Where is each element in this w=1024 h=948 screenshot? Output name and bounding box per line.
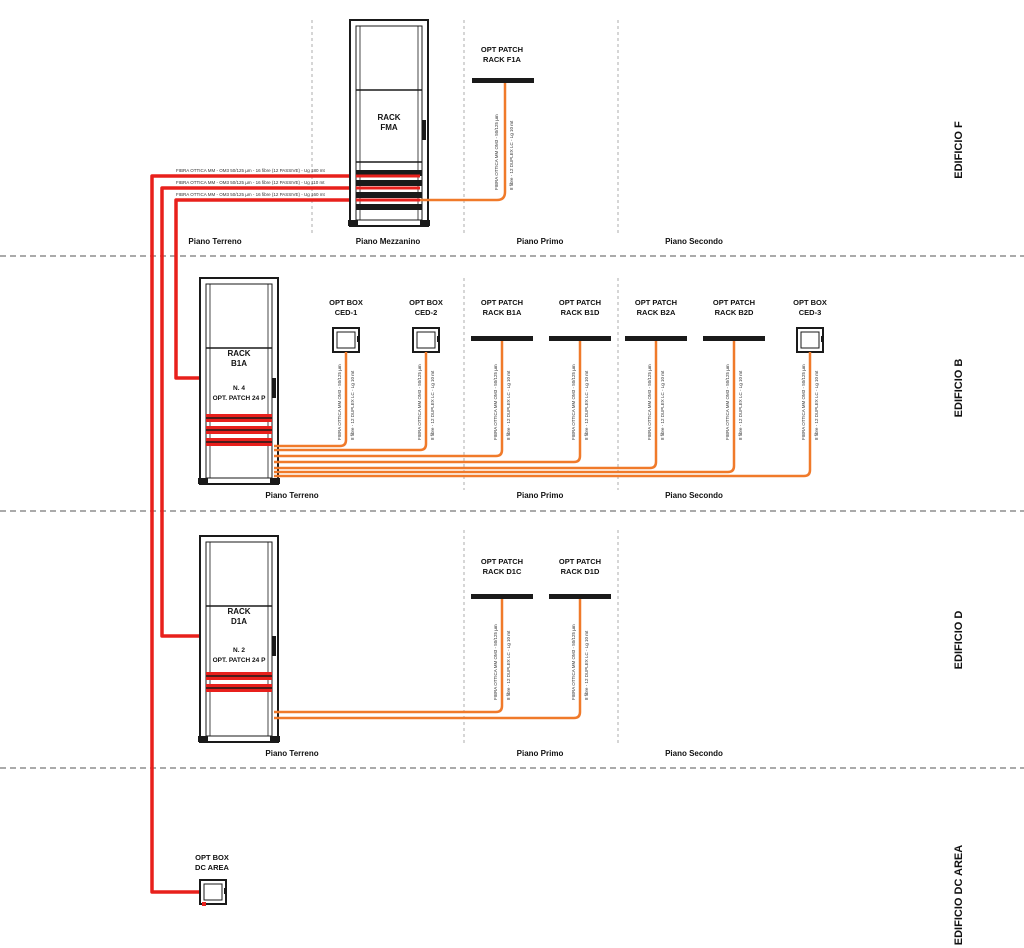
patch-d1c-label: RACK D1C	[483, 567, 522, 576]
box-ced2-label: OPT BOX	[409, 298, 443, 307]
floor-label: Piano Secondo	[665, 749, 723, 758]
rack-fma	[347, 19, 431, 227]
floor-label: Piano Terreno	[265, 491, 318, 500]
riser-label: 8 fibre - 12 DUPLEX LC - Lg 10 mt	[738, 370, 743, 440]
riser-label: 8 fibre - 12 DUPLEX LC - Lg 10 mt	[584, 370, 589, 440]
patch-b2d-label: OPT PATCH	[713, 298, 755, 307]
box-ced3-label: OPT BOX	[793, 298, 827, 307]
floor-label: Piano Secondo	[665, 491, 723, 500]
patch-f1a	[472, 78, 534, 83]
riser-label: FIBRA OTTICA MM OM3 - 50/125 µm	[571, 364, 576, 440]
rack-d1a-label: RACK	[227, 607, 250, 616]
floor-label: Piano Secondo	[665, 237, 723, 246]
rack-fma-label: RACK	[377, 113, 400, 122]
cable-label: FIBRA OTTICA MM - OM3 50/125 µm - 16 fib…	[176, 192, 326, 197]
floor-label: Piano Primo	[517, 749, 564, 758]
building-label-d: EDIFICIO D	[953, 611, 965, 670]
riser-label: FIBRA OTTICA MM OM3 - 50/125 µm	[493, 364, 498, 440]
riser-label: 8 fibre - 12 DUPLEX LC - Lg 10 mt	[430, 370, 435, 440]
riser-label: FIBRA OTTICA MM OM3 - 50/125 µm	[417, 364, 422, 440]
riser-label: FIBRA OTTICA MM OM3 - 50/125 µm	[725, 364, 730, 440]
rack-d1a-label: OPT. PATCH 24 P	[213, 657, 267, 664]
box-ced2-label: CED-2	[415, 308, 438, 317]
box-ced1	[332, 327, 361, 353]
rack-d1a	[197, 535, 281, 743]
rack-fma-label: FMA	[380, 123, 398, 132]
rack-b1a-label: RACK	[227, 349, 250, 358]
floor-label: Piano Terreno	[265, 749, 318, 758]
patch-d1c-label: OPT PATCH	[481, 557, 523, 566]
patch-b2a-label: RACK B2A	[637, 308, 676, 317]
patch-d1d	[549, 594, 611, 599]
box-ced1-label: CED-1	[335, 308, 358, 317]
riser-label: FIBRA OTTICA MM OM3 - 50/125 µm	[494, 114, 499, 190]
patch-b1a	[471, 336, 533, 341]
building-label-f: EDIFICIO F	[953, 121, 965, 179]
riser-f1a	[420, 83, 507, 202]
patch-b2d	[703, 336, 765, 341]
fma-red-ports	[356, 174, 420, 202]
box-dc	[199, 879, 228, 905]
floor-label: Piano Mezzanino	[356, 237, 421, 246]
patch-b2a	[625, 336, 687, 341]
patch-d1c	[471, 594, 533, 599]
box-ced3-label: CED-3	[799, 308, 822, 317]
cable-label: FIBRA OTTICA MM - OM3 50/125 µm - 16 fib…	[176, 180, 325, 185]
riser-label: FIBRA OTTICA MM OM3 - 50/125 µm	[801, 364, 806, 440]
patch-d1d-label: OPT PATCH	[559, 557, 601, 566]
risers-b-labels: FIBRA OTTICA MM OM3 - 50/125 µm 8 fibre …	[337, 364, 819, 440]
patch-d1d-label: RACK D1D	[561, 567, 600, 576]
box-dc-label: OPT BOX	[195, 853, 229, 862]
riser-label: 8 fibre - 12 DUPLEX LC - Lg 10 mt	[814, 370, 819, 440]
rack-b1a	[197, 277, 281, 485]
riser-label: 8 fibre - 12 DUPLEX LC - Lg 10 mt	[506, 370, 511, 440]
floor-label: Piano Terreno	[188, 237, 241, 246]
riser-label: 8 fibre - 12 DUPLEX LC - Lg 10 mt	[660, 370, 665, 440]
box-ced2	[412, 327, 441, 353]
risers-b	[274, 341, 812, 478]
building-label-dc: EDIFICIO DC AREA	[953, 845, 965, 945]
floor-label: Piano Primo	[517, 237, 564, 246]
box-ced3	[796, 327, 825, 353]
patch-b1d-label: RACK B1D	[561, 308, 600, 317]
riser-label: 8 fibre - 12 DUPLEX LC - Lg 10 mt	[506, 630, 511, 700]
floor-label: Piano Primo	[517, 491, 564, 500]
rack-b1a-label: N. 4	[233, 385, 245, 392]
rack-b1a-label: OPT. PATCH 24 P	[213, 395, 267, 402]
riser-label: FIBRA OTTICA MM OM3 - 50/125 µm	[647, 364, 652, 440]
risers-d	[274, 599, 582, 720]
patch-b1d	[549, 336, 611, 341]
patch-b1a-label: OPT PATCH	[481, 298, 523, 307]
rack-d1a-label: D1A	[231, 617, 247, 626]
rack-b1a-label: B1A	[231, 359, 247, 368]
cable-label: FIBRA OTTICA MM - OM3 50/125 µm - 16 fib…	[176, 168, 326, 173]
rack-d1a-label: N. 2	[233, 647, 245, 654]
riser-label: 8 fibre - 12 DUPLEX LC - Lg 10 mt	[350, 370, 355, 440]
backbone-cables	[150, 174, 360, 894]
patch-b2a-label: OPT PATCH	[635, 298, 677, 307]
patch-b1a-label: RACK B1A	[483, 308, 522, 317]
patch-f1a-label: RACK F1A	[483, 55, 522, 64]
box-ced1-label: OPT BOX	[329, 298, 363, 307]
patch-b2d-label: RACK B2D	[715, 308, 754, 317]
riser-label: FIBRA OTTICA MM OM3 - 50/125 µm	[337, 364, 342, 440]
riser-label: FIBRA OTTICA MM OM3 - 50/125 µm	[571, 624, 576, 700]
riser-label: 8 fibre - 12 DUPLEX LC - Lg 10 mt	[509, 120, 514, 190]
box-dc-label: DC AREA	[195, 863, 229, 872]
building-label-b: EDIFICIO B	[953, 359, 965, 418]
riser-label: FIBRA OTTICA MM OM3 - 50/125 µm	[493, 624, 498, 700]
patch-f1a-label: OPT PATCH	[481, 45, 523, 54]
riser-label: 8 fibre - 12 DUPLEX LC - Lg 10 mt	[584, 630, 589, 700]
patch-b1d-label: OPT PATCH	[559, 298, 601, 307]
